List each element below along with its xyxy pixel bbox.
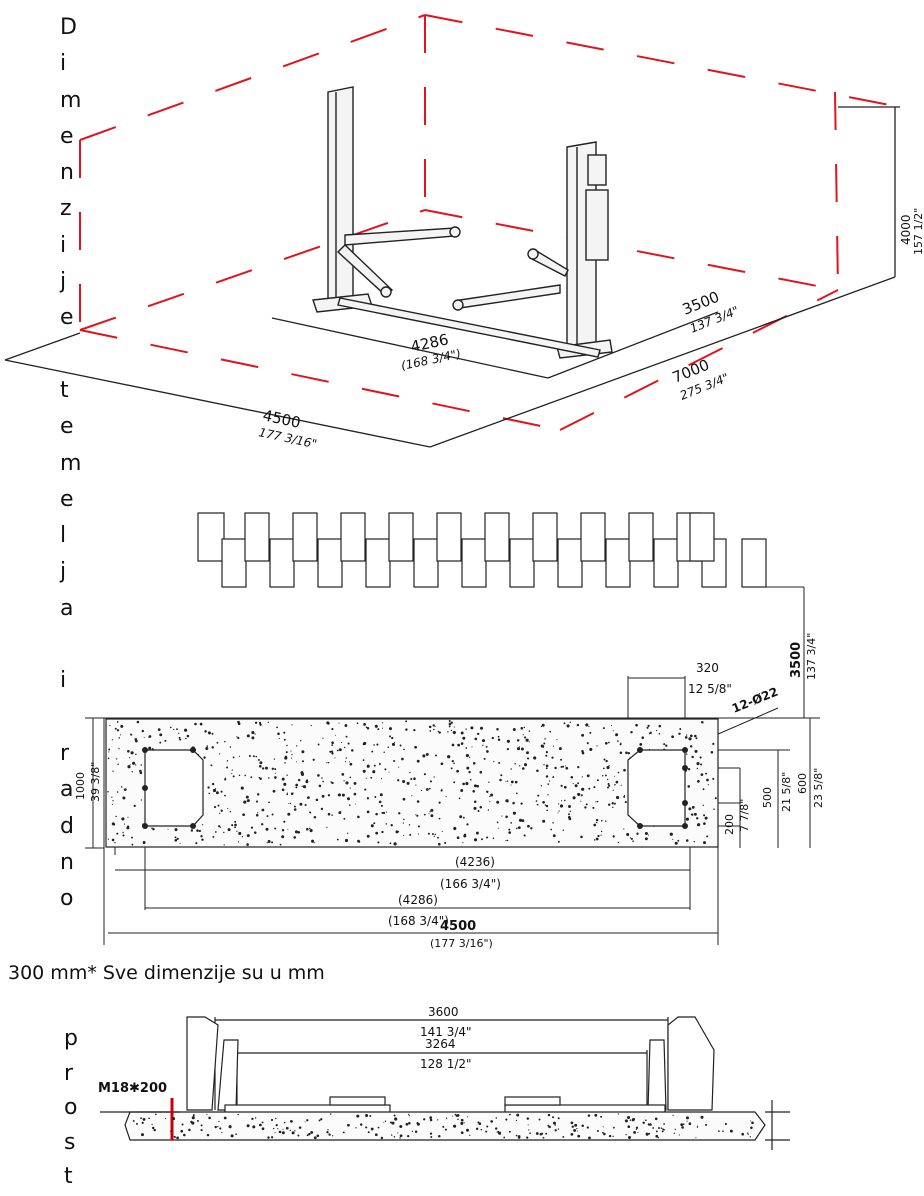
subheading-letter: p: [64, 1026, 78, 1051]
plan-holes: 12-Ø22: [730, 685, 780, 716]
plan-outer-in: (168 3/4"): [388, 914, 449, 928]
plan-d200: 200: [723, 814, 736, 835]
plan-d500: 500: [761, 787, 774, 808]
plan-side-offset: 3500: [789, 642, 804, 678]
front-outer-width: 3600: [428, 1005, 459, 1019]
plan-d600-in: 23 5/8": [812, 768, 825, 808]
front-dimensions: 3600 141 3/4" 3264 128 1/2" M18✱200: [98, 1005, 472, 1096]
plan-d200-in: 7 7/8": [738, 799, 751, 832]
front-outer-width-in: 141 3/4": [420, 1025, 472, 1039]
subheading-letter: o: [64, 1095, 78, 1120]
heading-letter: D: [60, 15, 77, 40]
iso-height: 4000: [899, 214, 913, 245]
front-inner-width-in: 128 1/2": [420, 1057, 472, 1071]
heading-letter: a: [60, 595, 74, 621]
subheading-letter: t: [64, 1164, 73, 1189]
plan-outer: (4286): [398, 893, 438, 907]
plan-inner-in: (166 3/4"): [440, 877, 501, 891]
heading-letter: o: [60, 886, 74, 912]
heading-letter: i: [60, 51, 67, 77]
plan-plate-width: 320: [696, 661, 719, 675]
plan-slab-depth: 1000: [74, 772, 87, 800]
plan-d600: 600: [796, 773, 809, 794]
heading-letter: n: [60, 849, 74, 875]
heading-letter: j: [60, 269, 67, 295]
heading-letter: e: [60, 414, 74, 440]
plan-inner: (4236): [455, 855, 495, 869]
plan-side-offset-in: 137 3/4": [805, 633, 818, 680]
heading-letter: l: [60, 523, 67, 549]
heading-letter: a: [60, 777, 74, 803]
heading-letter: e: [60, 486, 74, 512]
subheading-letter: r: [64, 1060, 74, 1086]
iso-height-in: 157 1/2": [912, 208, 924, 255]
plan-slab-depth-in: 39 3/8": [89, 762, 102, 802]
heading-letter: i: [60, 232, 67, 258]
clearance-box: [79, 14, 901, 431]
dimensions-note: 300 mm* Sve dimenzije su u mm: [8, 962, 325, 984]
floor-outline: [4, 106, 900, 448]
front-bolt: M18✱200: [98, 1081, 167, 1096]
two-post-lift: [312, 86, 613, 359]
plan-total-in: (177 3/16"): [430, 937, 493, 950]
heading-letter: n: [60, 160, 74, 186]
heading-letter: m: [60, 450, 82, 476]
front-inner-width: 3264: [425, 1037, 456, 1051]
heading-letter: r: [60, 740, 70, 766]
plan-total: 4500: [440, 919, 476, 934]
subheading-letter: s: [64, 1129, 76, 1155]
heading-letter: e: [60, 123, 74, 149]
heading-letter: z: [60, 196, 72, 222]
heading-letter: t: [60, 377, 69, 403]
heading-letter: i: [60, 668, 67, 694]
plan-d500-in: 21 5/8": [780, 772, 793, 812]
heading-letter: d: [60, 813, 74, 839]
heading-letter: m: [60, 87, 82, 113]
heading-letter: j: [60, 559, 67, 585]
concrete-slab: [105, 718, 719, 848]
front-concrete-speckle: [132, 1113, 754, 1140]
car-outlines: [197, 512, 767, 588]
heading-letter: e: [60, 305, 74, 331]
plan-plate-width-in: 12 5/8": [688, 682, 732, 696]
